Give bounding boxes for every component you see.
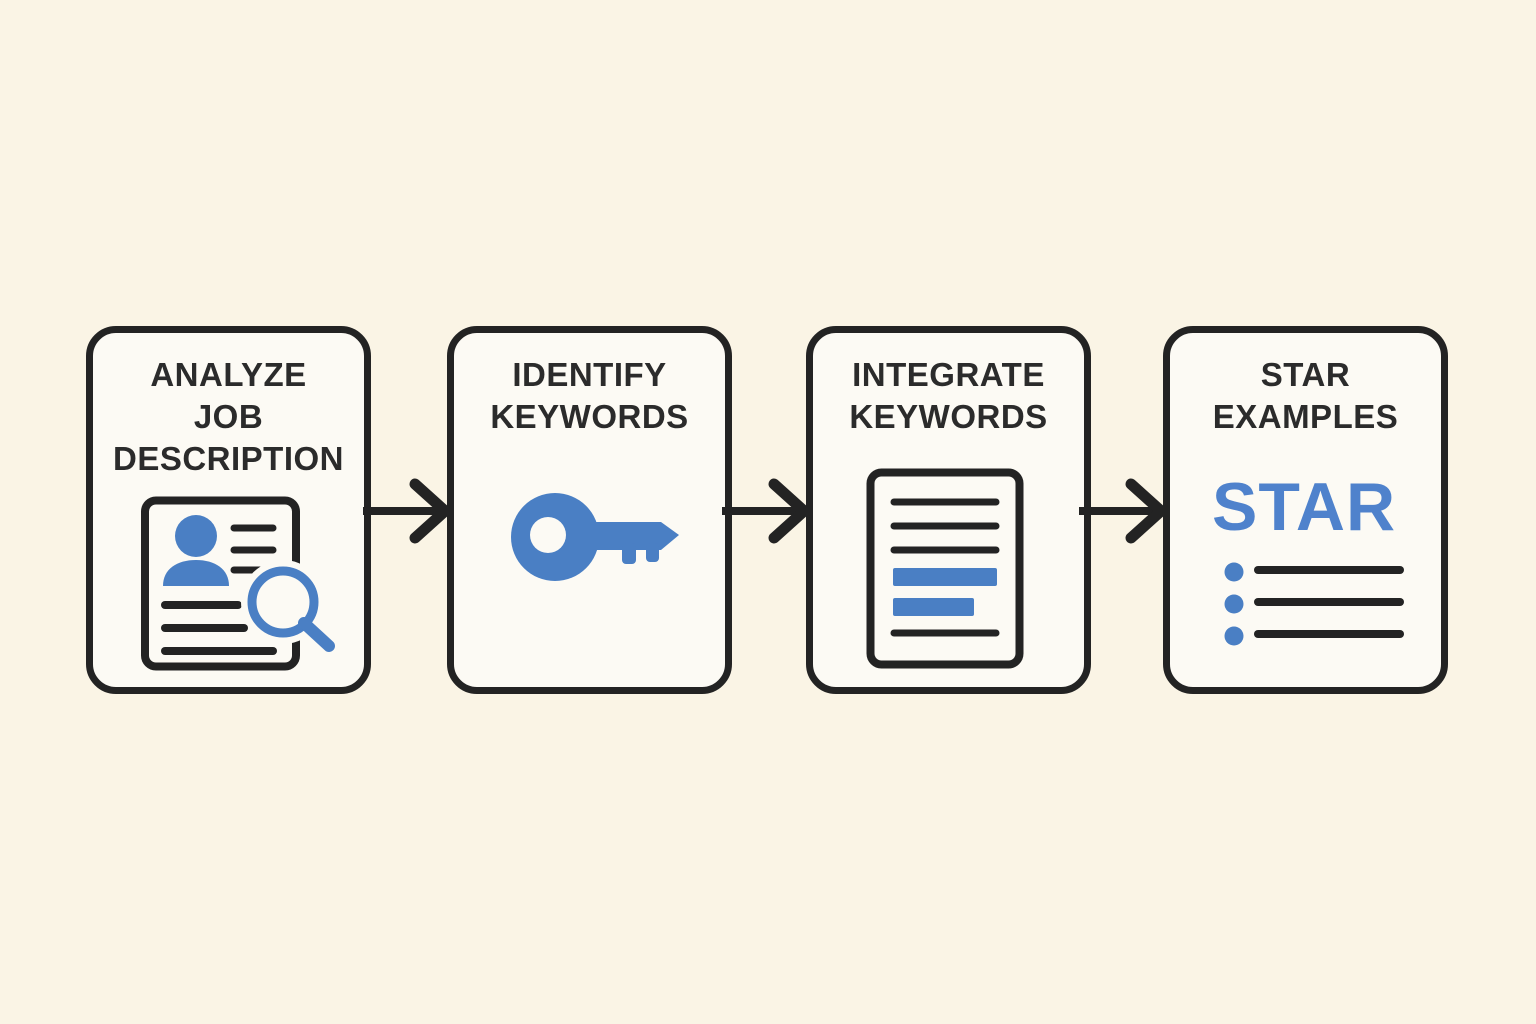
star-text: STAR xyxy=(1212,469,1397,545)
step-title-line: DESCRIPTION xyxy=(112,440,345,477)
step-title-line: EXAMPLES xyxy=(1212,398,1399,435)
step-title-line: INTEGRATE xyxy=(852,356,1045,393)
step-box-identify-keywords: IDENTIFY KEYWORDS xyxy=(447,326,732,694)
bullet-list-icon xyxy=(1224,562,1404,646)
step-title-line: KEYWORDS xyxy=(490,398,689,435)
step-title: ANALYZE JOB DESCRIPTION xyxy=(93,354,364,480)
key-icon xyxy=(511,493,679,581)
arrow-right-icon xyxy=(363,478,451,544)
step-title: INTEGRATE KEYWORDS xyxy=(813,354,1084,438)
step-title: STAR EXAMPLES xyxy=(1170,354,1441,438)
step-title-line: IDENTIFY xyxy=(512,356,667,393)
step-title-line: KEYWORDS xyxy=(849,398,1048,435)
step-title-line: ANALYZE xyxy=(150,356,307,393)
arrow-right-icon xyxy=(722,478,810,544)
step-box-star-examples: STAR EXAMPLES STAR xyxy=(1163,326,1448,694)
step-title-line: STAR xyxy=(1260,356,1351,393)
document-keywords-icon xyxy=(866,468,1024,669)
step-title: IDENTIFY KEYWORDS xyxy=(454,354,725,438)
arrow-right-icon xyxy=(1079,478,1167,544)
step-box-analyze-job-description: ANALYZE JOB DESCRIPTION xyxy=(86,326,371,694)
resume-search-icon xyxy=(141,496,336,671)
step-title-line: JOB xyxy=(193,398,264,435)
step-box-integrate-keywords: INTEGRATE KEYWORDS xyxy=(806,326,1091,694)
